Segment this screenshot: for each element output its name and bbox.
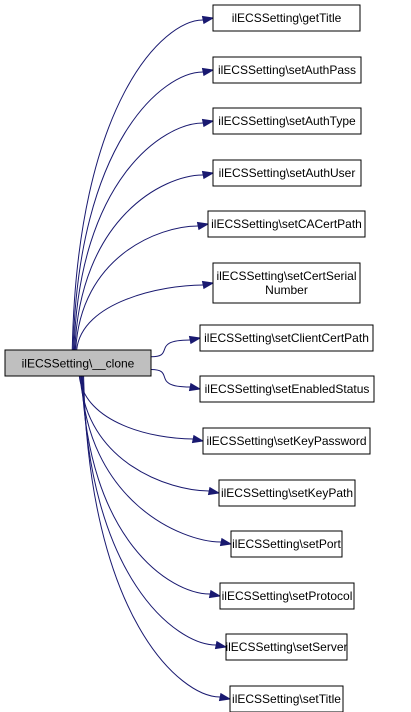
arrowhead-icon xyxy=(201,170,215,180)
node-box xyxy=(225,633,348,661)
node-setTitle[interactable]: ilECSSetting\setTitle xyxy=(229,685,344,712)
node-box xyxy=(212,262,361,304)
node-getTitle[interactable]: ilECSSetting\getTitle xyxy=(212,4,361,32)
node-label: ilECSSetting\setCertSerial xyxy=(216,269,356,283)
node-label: ilECSSetting\setProtocol xyxy=(222,589,353,603)
node-label: ilECSSetting\setAuthType xyxy=(218,114,356,128)
target-nodes: ilECSSetting\getTitle ilECSSetting\setAut… xyxy=(199,4,375,712)
node-box xyxy=(212,107,362,135)
edge-to-setCACertPath xyxy=(75,225,199,351)
arrowhead-icon xyxy=(201,280,215,290)
arrowhead-icon xyxy=(188,335,202,345)
edge-to-setKeyPath xyxy=(79,375,210,492)
arrowhead-icon xyxy=(219,537,233,547)
node-label: ilECSSetting\setClientCertPath xyxy=(204,331,369,345)
node-label: ilECSSetting\setAuthPass xyxy=(218,63,356,77)
edge-to-setServer xyxy=(82,375,217,646)
node-label: ilECSSetting\setKeyPath xyxy=(221,486,353,500)
arrowhead-icon xyxy=(201,118,215,128)
node-label: ilECSSetting\getTitle xyxy=(232,11,342,25)
arrowhead-icon xyxy=(201,67,215,77)
node-setKeyPassword[interactable]: ilECSSetting\setKeyPassword xyxy=(202,427,371,455)
node-setServer[interactable]: ilECSSetting\setServer xyxy=(225,633,348,661)
arrowhead-icon xyxy=(208,589,222,599)
node-label: ilECSSetting\setCACertPath xyxy=(211,217,362,231)
node-box xyxy=(199,375,375,403)
node-setPort[interactable]: ilECSSetting\setPort xyxy=(230,530,343,558)
node-setClientCertPath[interactable]: ilECSSetting\setClientCertPath xyxy=(199,324,374,352)
node-box xyxy=(202,427,371,455)
arrowhead-icon xyxy=(201,15,215,25)
node-box xyxy=(229,685,344,712)
edge-to-setPort xyxy=(80,375,222,543)
arrowhead-icon xyxy=(218,692,232,702)
edge-to-setProtocol xyxy=(81,375,211,595)
arrowhead-icon xyxy=(214,640,228,650)
node-setAuthPass[interactable]: ilECSSetting\setAuthPass xyxy=(212,56,362,84)
edge-to-setEnabledStatus xyxy=(150,369,191,388)
node-box xyxy=(199,324,374,352)
edge-to-setAuthType xyxy=(73,122,204,351)
node-setEnabledStatus[interactable]: ilECSSetting\setEnabledStatus xyxy=(199,375,375,403)
edge-to-setTitle xyxy=(83,375,221,698)
node-label: ilECSSetting\setServer xyxy=(225,640,347,654)
edge-to-setCertSerialNumber xyxy=(76,284,204,351)
edge-to-setAuthPass xyxy=(72,71,204,351)
node-setCACertPath[interactable]: ilECSSetting\setCACertPath xyxy=(207,210,366,238)
root-node[interactable]: ilECSSetting\__clone xyxy=(4,349,152,377)
node-label: Number xyxy=(265,283,308,297)
node-label: ilECSSetting\setTitle xyxy=(232,692,341,706)
node-label: ilECSSetting\setAuthUser xyxy=(219,166,356,180)
node-setKeyPath[interactable]: ilECSSetting\setKeyPath xyxy=(218,479,356,507)
arrowhead-icon xyxy=(191,434,205,444)
root-node-label: ilECSSetting\__clone xyxy=(22,357,135,371)
node-label: ilECSSetting\setKeyPassword xyxy=(206,434,366,448)
edges-layer xyxy=(71,15,233,702)
node-box xyxy=(207,210,366,238)
node-box xyxy=(212,4,361,32)
edge-to-getTitle xyxy=(71,19,204,351)
node-box xyxy=(219,582,355,610)
node-label: ilECSSetting\setPort xyxy=(232,537,341,551)
node-box xyxy=(212,159,362,187)
node-setAuthType[interactable]: ilECSSetting\setAuthType xyxy=(212,107,362,135)
node-label: ilECSSetting\setEnabledStatus xyxy=(205,382,370,396)
node-box xyxy=(212,56,362,84)
edge-to-setClientCertPath xyxy=(150,339,191,358)
edge-to-setAuthUser xyxy=(74,174,204,351)
node-setProtocol[interactable]: ilECSSetting\setProtocol xyxy=(219,582,355,610)
node-setAuthUser[interactable]: ilECSSetting\setAuthUser xyxy=(212,159,362,187)
node-box xyxy=(230,530,343,558)
arrowhead-icon xyxy=(188,382,202,392)
node-box xyxy=(218,479,356,507)
arrowhead-icon xyxy=(207,486,221,496)
arrowhead-icon xyxy=(196,221,210,231)
root-node-box xyxy=(4,349,152,377)
